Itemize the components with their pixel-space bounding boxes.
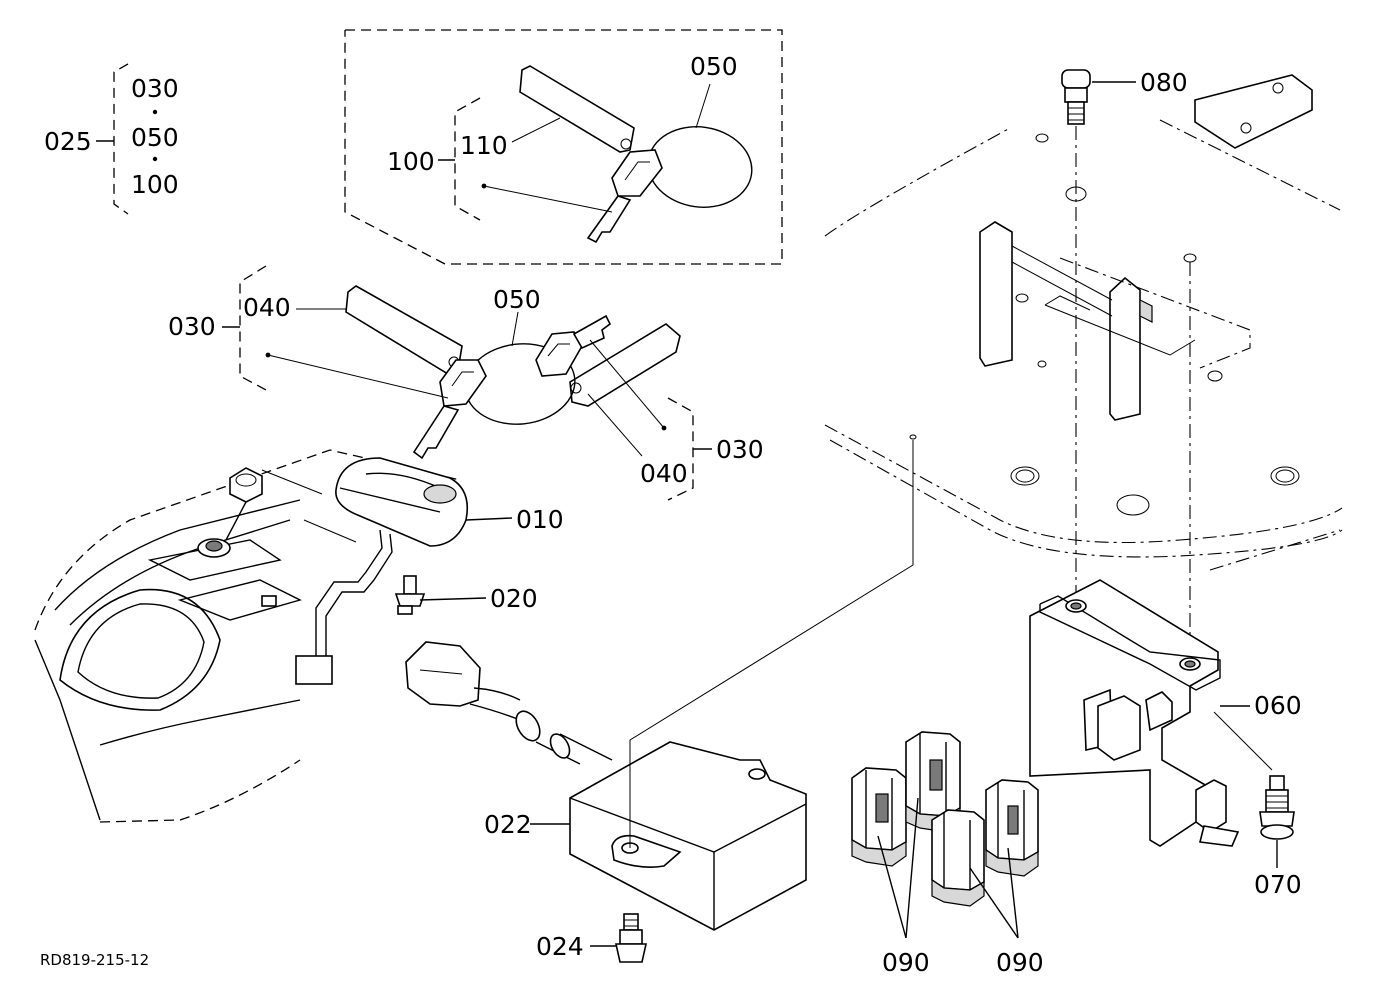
label-024: 024	[536, 932, 584, 961]
label-050-top: 050	[131, 123, 179, 152]
console-nut	[229, 467, 263, 503]
controller-022: 022	[405, 440, 914, 931]
console-panel	[34, 449, 461, 823]
upright-left	[979, 221, 1013, 367]
label-030-top: 030	[131, 74, 179, 103]
label-110: 110	[460, 131, 508, 160]
label-050-box: 050	[690, 52, 738, 81]
key-tag-040-left	[345, 285, 463, 375]
floor-frame	[824, 74, 1343, 571]
label-080: 080	[1140, 68, 1188, 97]
drawing-code: RD819-215-12	[40, 951, 149, 969]
bolt-070: 070	[1254, 775, 1302, 899]
console-display-bezel	[59, 588, 221, 711]
key-head-box	[611, 149, 663, 197]
key-tag-110	[519, 65, 635, 153]
bracket-060: 060	[1029, 579, 1302, 847]
bolt-080: 080	[1061, 68, 1191, 660]
label-050-mid: 050	[493, 285, 541, 314]
label-020: 020	[490, 584, 538, 613]
key-tag-040-right	[569, 323, 681, 407]
bolt-024: 024	[536, 913, 647, 963]
label-060: 060	[1254, 691, 1302, 720]
key-switch-010: 010	[295, 457, 564, 685]
label-025: 025	[44, 127, 92, 156]
key-set-main: 030 040 050 030 040	[168, 265, 764, 501]
label-090-a: 090	[882, 948, 930, 977]
label-030-right: 030	[716, 435, 764, 464]
upright-right	[1109, 276, 1141, 421]
group-025: 025 030 050 100	[44, 63, 179, 215]
relays-090: 090 090	[851, 731, 1044, 977]
label-040-right: 040	[640, 459, 688, 488]
label-022: 022	[484, 810, 532, 839]
label-040-left: 040	[243, 293, 291, 322]
label-030-left: 030	[168, 312, 216, 341]
label-100-top: 100	[131, 170, 179, 199]
key-set-box: 050 110 100	[344, 29, 783, 265]
label-070: 070	[1254, 870, 1302, 899]
harness-connector	[405, 641, 481, 707]
mounting-strip	[1194, 74, 1313, 149]
label-010: 010	[516, 505, 564, 534]
screw-020: 020	[394, 575, 538, 615]
label-090-b: 090	[996, 948, 1044, 977]
switch-connector	[295, 655, 333, 685]
label-100-box: 100	[387, 147, 435, 176]
